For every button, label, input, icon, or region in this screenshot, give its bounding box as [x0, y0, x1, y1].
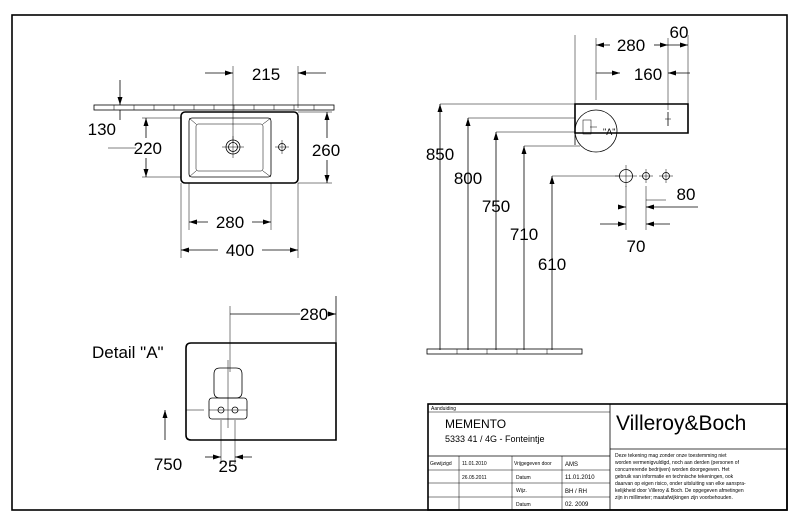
dim-160-label: 160 [634, 65, 662, 84]
svg-text:gebruik van informatie en tech: gebruik van informatie en technische tek… [615, 474, 734, 480]
tb-approved-by: AMS [565, 462, 578, 468]
tb-label-aanduiding: Aanduiding [431, 406, 456, 412]
tb-disclaimer: Deze tekening mag zonder onze toestemmin… [615, 453, 746, 501]
dim-710-label: 710 [510, 225, 538, 244]
detail-a-circle [574, 109, 618, 153]
title-block: Aanduiding MEMENTO 5333 41 / 4G - Fontei… [427, 403, 788, 511]
siphon-outline [213, 367, 243, 399]
dim-280-label-detail: 280 [300, 305, 328, 324]
svg-text:worden vermenigvuldigd, noch a: worden vermenigvuldigd, noch aan derden … [615, 460, 740, 466]
basin-side-profile [574, 103, 689, 134]
tb-label-datum-2: Datum [516, 502, 531, 508]
svg-text:daarvan op eigen risico, onder: daarvan op eigen risico, onder uitsluiti… [615, 481, 746, 487]
svg-text:Deze tekening mag zonder onze: Deze tekening mag zonder onze toestemmin… [615, 453, 727, 459]
tb-label-gewijzigd: Gewijzigd [430, 461, 452, 467]
basin-outline-top [180, 111, 299, 184]
dim-750-label-detail: 750 [154, 455, 182, 474]
floor-hatch [426, 348, 583, 355]
drawing-frame [11, 14, 788, 511]
dim-850-label: 850 [426, 145, 454, 164]
tb-label-datum-1: Datum [516, 475, 531, 481]
tb-product-name: MEMENTO [445, 417, 506, 431]
tb-drawn-by: BH / RH [565, 489, 587, 495]
dim-400-label: 400 [226, 241, 254, 260]
dim-800-label: 800 [454, 169, 482, 188]
dim-80-label: 80 [677, 185, 696, 204]
svg-text:kelijkheid door Villeroy & Boc: kelijkheid door Villeroy & Boch. De opge… [615, 488, 744, 494]
detail-a-title: Detail "A" [92, 343, 164, 362]
svg-text:zijn in millimeter; maatafwijk: zijn in millimeter; maatafwijkingen zijn… [615, 495, 733, 501]
detail-basin-profile [185, 342, 337, 441]
dim-60-label: 60 [670, 23, 689, 42]
dim-130-label: 130 [88, 120, 116, 139]
detail-a-ref: "A" [603, 127, 615, 137]
dim-750-label: 750 [482, 197, 510, 216]
dim-215-label: 215 [252, 65, 280, 84]
dim-280-label-side: 280 [617, 36, 645, 55]
svg-text:concurrerende bedrijven) worde: concurrerende bedrijven) worden doorgege… [615, 467, 730, 473]
bowl-outline [188, 117, 272, 178]
tb-product-code: 5333 41 / 4G - Fonteintje [445, 434, 545, 444]
dim-70-label: 70 [627, 237, 646, 256]
tb-date-1: 11.01.2010 [462, 461, 487, 467]
tb-label-wijz: Wijz. [516, 488, 527, 494]
top-view: 215 130 220 260 280 [88, 65, 341, 260]
side-view: "A" 280 60 160 850 800 [426, 23, 698, 355]
dim-220-label: 220 [134, 139, 162, 158]
dim-280-label-top: 280 [216, 213, 244, 232]
brand-logo: Villeroy&Boch [616, 412, 746, 435]
tb-approved-date: 11.01.2010 [565, 475, 595, 481]
tb-drawn-date: 02. 2009 [565, 502, 589, 508]
wall-hatch-top [93, 104, 335, 111]
dim-25-label: 25 [219, 457, 238, 476]
tb-label-vrijgegeven: Vrijgegeven door [514, 461, 552, 467]
dim-260-label: 260 [312, 141, 340, 160]
dim-610-label: 610 [538, 255, 566, 274]
tb-date-2: 26.05.2011 [462, 475, 487, 481]
detail-a-view: Detail "A" 280 750 25 [92, 296, 337, 476]
